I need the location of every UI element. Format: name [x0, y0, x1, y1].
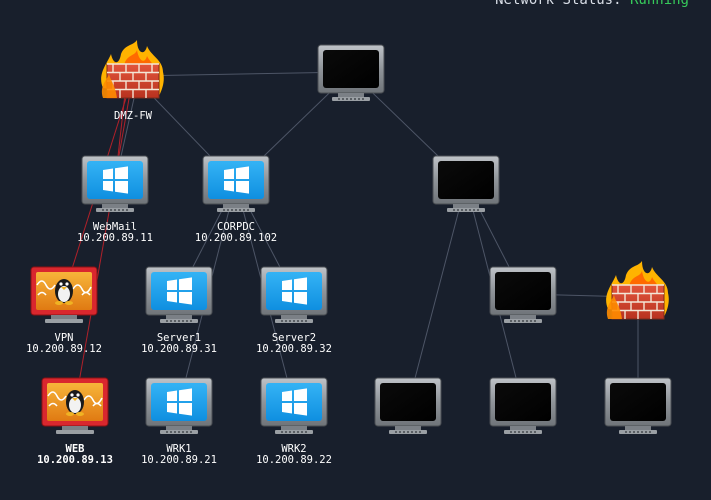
node-bottom-2[interactable]	[489, 377, 557, 434]
node-router-top[interactable]	[317, 44, 385, 101]
node-ip-label: 10.200.89.11	[77, 232, 153, 244]
node-ip-label: 10.200.89.32	[256, 343, 332, 355]
unknown-computer-icon	[374, 377, 442, 434]
node-ip-label: 10.200.89.31	[141, 343, 217, 355]
linux-compromised-computer-icon	[30, 266, 98, 323]
windows-computer-icon	[145, 377, 213, 434]
node-ip-label: 10.200.89.13	[37, 454, 113, 466]
firewall-icon	[101, 40, 164, 99]
windows-computer-icon	[81, 155, 149, 212]
node-wrk2[interactable]	[260, 377, 328, 434]
node-bottom-1[interactable]	[374, 377, 442, 434]
node-wrk1[interactable]	[145, 377, 213, 434]
node-hub-right[interactable]	[432, 155, 500, 212]
unknown-computer-icon	[317, 44, 385, 101]
windows-computer-icon	[260, 266, 328, 323]
windows-computer-icon	[202, 155, 270, 212]
node-name-label: Server2	[271, 332, 317, 344]
firewall-icon	[606, 261, 669, 320]
node-dmz-fw[interactable]	[101, 40, 164, 99]
unknown-computer-icon	[489, 377, 557, 434]
network-status: Network Status: Running	[495, 0, 689, 8]
network-status-value: Running	[629, 0, 689, 8]
node-name-label: Server1	[156, 332, 202, 344]
node-name-label: VPN	[54, 332, 74, 344]
node-name-label: WebMail	[92, 221, 138, 233]
node-name-label: WEB	[65, 443, 85, 455]
node-ip-label: 10.200.89.12	[26, 343, 102, 355]
node-corpdc[interactable]	[202, 155, 270, 212]
windows-computer-icon	[145, 266, 213, 323]
node-fw-right[interactable]	[606, 261, 669, 320]
node-name-label: CORPDC	[217, 221, 255, 233]
node-vpn[interactable]	[30, 266, 98, 323]
node-server1[interactable]	[145, 266, 213, 323]
node-name-label: WRK2	[281, 443, 307, 455]
network-link-hub-right-bottom-1	[407, 182, 467, 406]
linux-compromised-computer-icon	[41, 377, 109, 434]
network-status-label: Network Status:	[495, 0, 622, 8]
node-ip-label: 10.200.89.102	[194, 232, 278, 244]
node-name-label: WRK1	[166, 443, 192, 455]
compromised-link-dmz-fw-web	[74, 75, 134, 406]
network-link-dmz-fw-router-top	[132, 71, 352, 77]
unknown-computer-icon	[604, 377, 672, 434]
node-name-label: DMZ-FW	[114, 110, 152, 122]
node-mid-right[interactable]	[489, 266, 557, 323]
unknown-computer-icon	[432, 155, 500, 212]
windows-computer-icon	[260, 377, 328, 434]
unknown-computer-icon	[489, 266, 557, 323]
node-ip-label: 10.200.89.21	[141, 454, 217, 466]
node-server2[interactable]	[260, 266, 328, 323]
node-webmail[interactable]	[81, 155, 149, 212]
node-bottom-3[interactable]	[604, 377, 672, 434]
node-ip-label: 10.200.89.22	[256, 454, 332, 466]
node-web[interactable]	[41, 377, 109, 434]
